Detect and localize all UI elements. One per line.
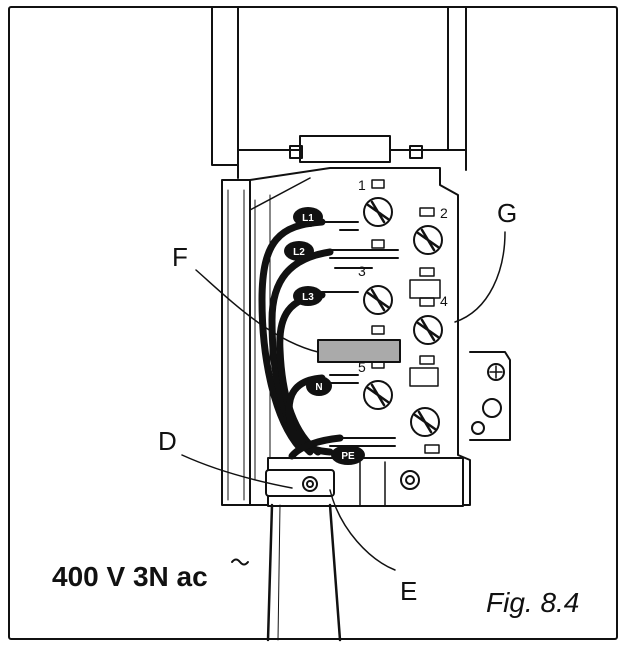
callout-g: G — [497, 198, 517, 228]
supply-cable — [265, 469, 342, 642]
voltage-label: 400 V 3N ac — [52, 561, 208, 592]
terminal-number-3: 3 — [358, 263, 366, 279]
figure-caption: Fig. 8.4 — [486, 587, 579, 618]
tag-n — [306, 376, 332, 396]
wire-label-l3: L3 — [302, 292, 314, 303]
callout-f: F — [172, 242, 188, 272]
wire-label-l1: L1 — [302, 213, 314, 224]
terminal-screws — [363, 197, 443, 437]
terminal-number-1: 1 — [358, 177, 366, 193]
terminal-block — [221, 167, 511, 507]
leader-f — [195, 269, 319, 353]
leader-d — [181, 454, 293, 489]
callout-d: D — [158, 426, 177, 456]
tag-l1 — [293, 207, 323, 227]
terminal-number-4: 4 — [440, 293, 448, 309]
leader-lines — [181, 231, 506, 571]
callout-e: E — [400, 576, 417, 606]
tag-l2 — [284, 241, 314, 261]
tag-l3 — [293, 286, 323, 306]
wire-label-n: N — [315, 382, 322, 393]
tag-pe — [331, 445, 365, 465]
ac-tilde-mark — [231, 558, 249, 566]
leader-g — [454, 231, 506, 323]
terminal-number-2: 2 — [440, 205, 448, 221]
wire-label-l2: L2 — [293, 247, 305, 258]
leader-e — [329, 489, 396, 571]
wire-label-pe: PE — [341, 451, 355, 462]
upper-housing — [211, 7, 467, 179]
terminal-number-5: 5 — [358, 359, 366, 375]
wire-tags — [284, 207, 365, 465]
diagram-frame — [8, 6, 618, 640]
